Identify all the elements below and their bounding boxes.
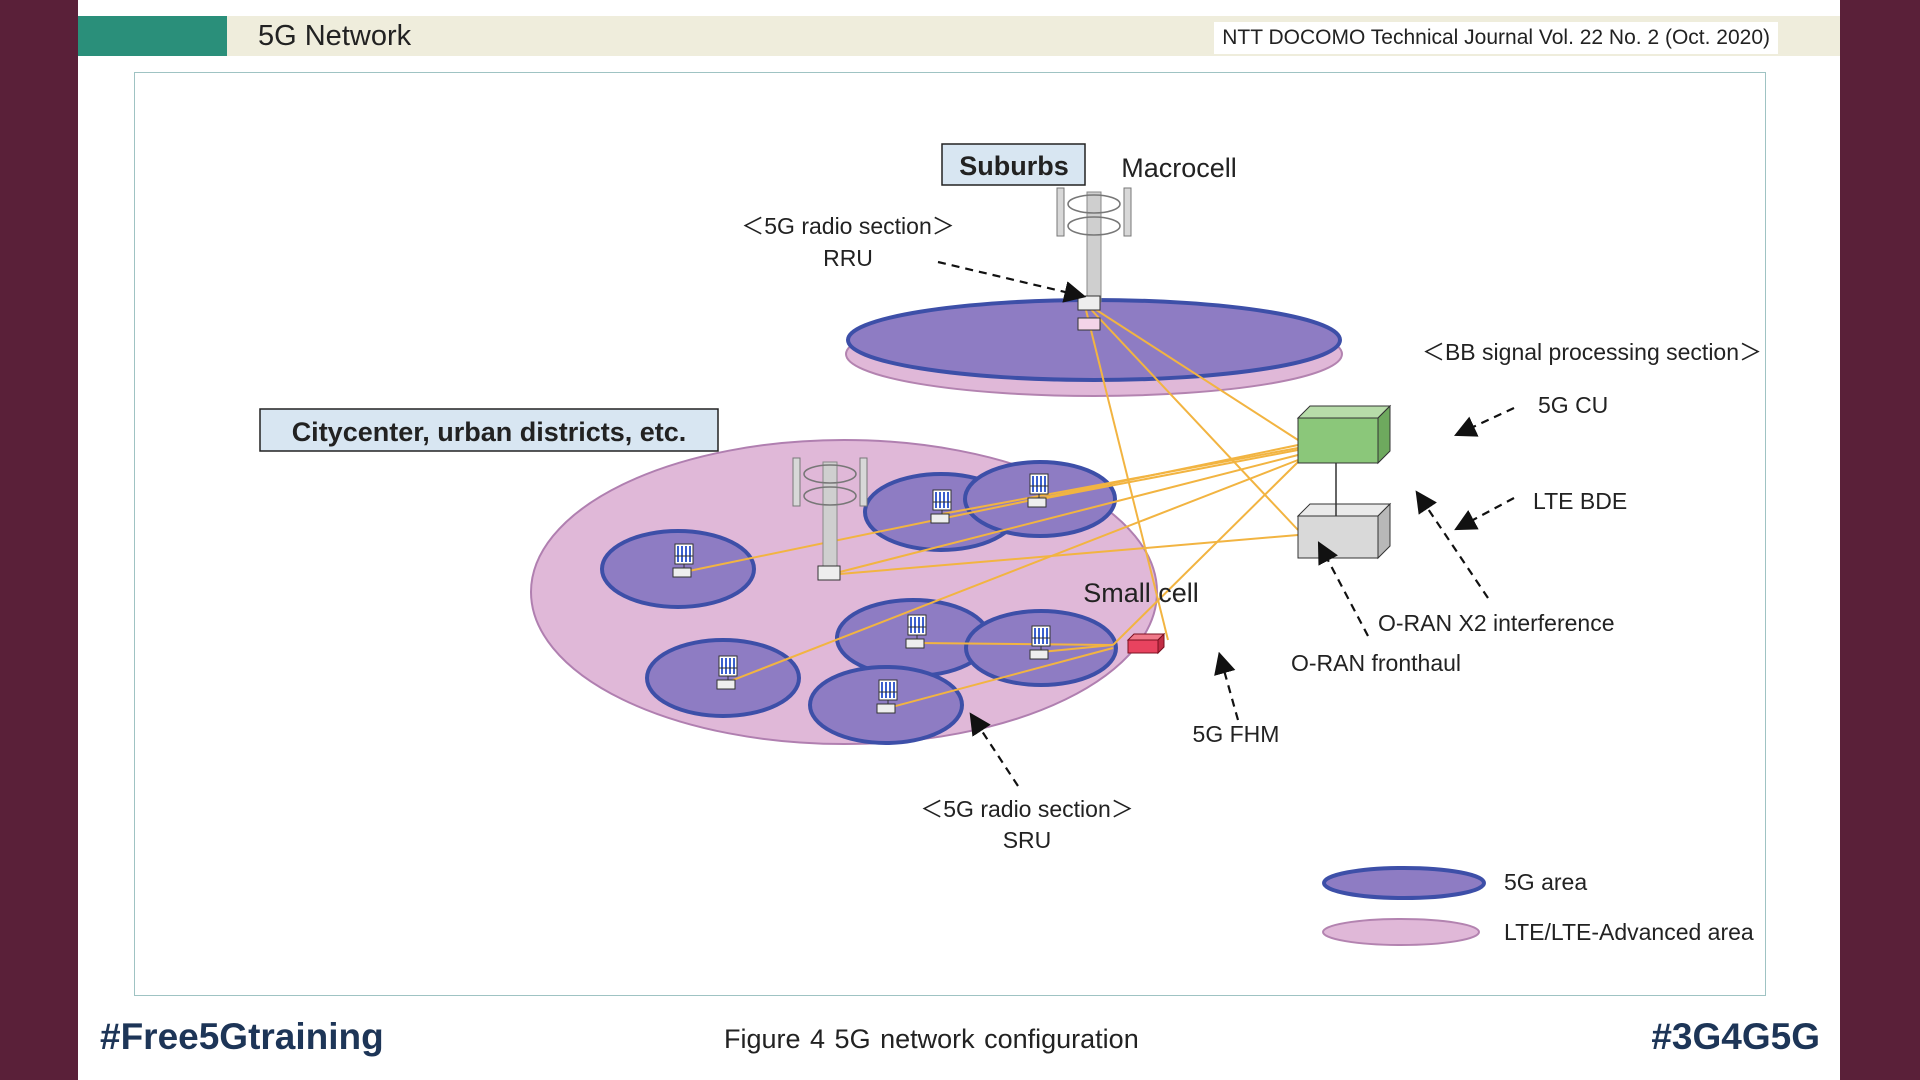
fhm-icon [1126, 632, 1166, 655]
rru-section-label: ＜5G radio section＞ [741, 213, 954, 239]
suburbs-label: Suburbs [959, 151, 1069, 181]
journal-reference: NTT DOCOMO Technical Journal Vol. 22 No.… [1214, 22, 1778, 54]
rru-label: RRU [823, 245, 873, 271]
citycenter-label: Citycenter, urban districts, etc. [292, 417, 687, 447]
fronthaul-lines [683, 301, 1299, 709]
legend-lte-label: LTE/LTE-Advanced area [1504, 919, 1754, 945]
bde-label: LTE BDE [1533, 488, 1627, 514]
fhm-label: 5G FHM [1193, 721, 1280, 747]
legend-5g-label: 5G area [1504, 869, 1587, 895]
bde-box-icon [1296, 502, 1392, 560]
rru-box-icon [1077, 295, 1101, 311]
citycenter-box [259, 408, 719, 452]
cu-box-icon [1296, 404, 1392, 465]
small-cell-label: Small cell [1083, 578, 1199, 608]
sru-section-label: ＜5G radio section＞ [920, 796, 1133, 822]
callout-arrows [937, 260, 1515, 787]
figure-frame [134, 72, 1766, 996]
figure-caption: Figure 4 5G network configuration [724, 1024, 1139, 1054]
legend-5g-swatch [1322, 866, 1486, 900]
suburbs-box [941, 143, 1086, 186]
section-title: 5G Network [258, 20, 412, 52]
hashtag-left: #Free5Gtraining [100, 1016, 384, 1057]
macrocell-label: Macrocell [1121, 153, 1237, 183]
hashtag-right: #3G4G5G [1651, 1016, 1820, 1057]
slide: 5G Network NTT DOCOMO Technical Journal … [78, 0, 1840, 1080]
header-accent-bar [78, 16, 227, 56]
sru-label: SRU [1003, 827, 1052, 853]
cu-label: 5G CU [1538, 392, 1608, 418]
legend-lte-swatch [1322, 918, 1480, 946]
macro-tower-icon [1056, 187, 1132, 303]
network-diagram: Suburbs Macrocell ＜5G radio section＞ RRU… [259, 143, 1762, 946]
fronthaul-label: O-RAN fronthaul [1291, 650, 1461, 676]
bb-signal-label: ＜BB signal processing section＞ [1422, 339, 1762, 365]
x2-label: O-RAN X2 interference [1378, 610, 1614, 636]
